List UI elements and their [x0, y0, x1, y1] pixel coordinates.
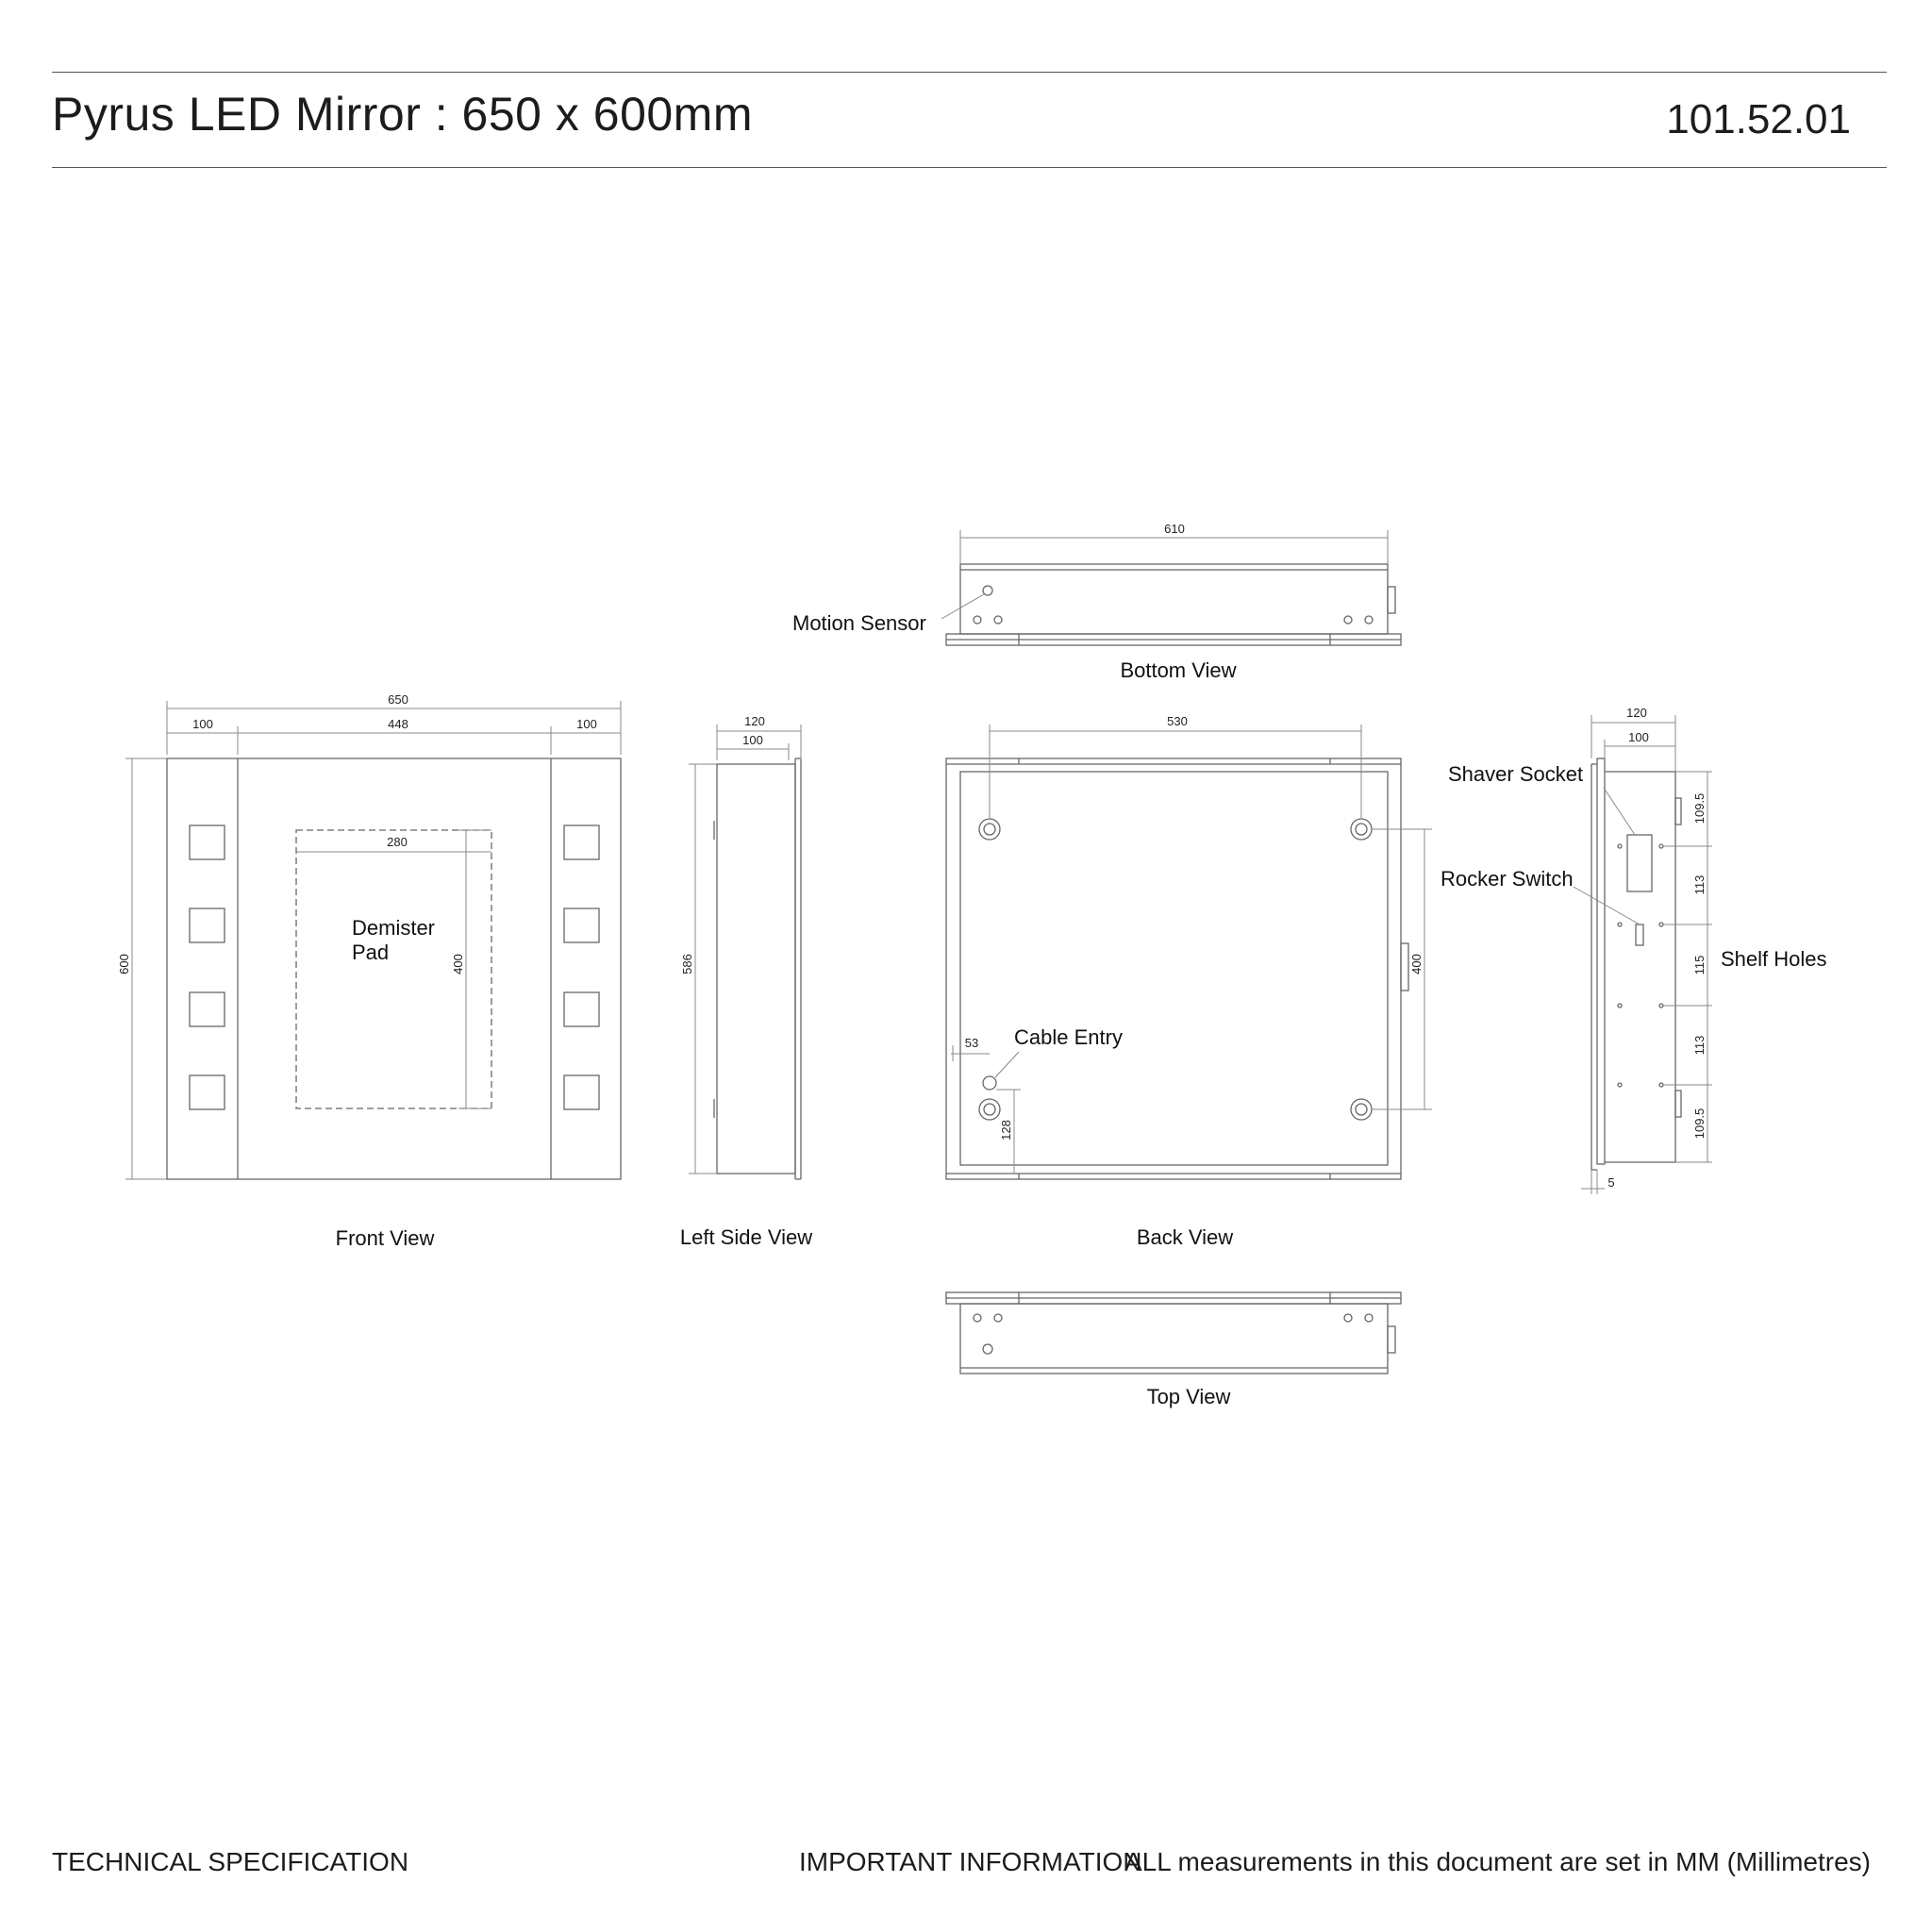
- dim-right-seg2: 113: [1692, 875, 1707, 895]
- motion-sensor-label: Motion Sensor: [792, 611, 926, 635]
- back-view-drawing: [945, 758, 1409, 1180]
- dim-front-side-left: 100: [192, 717, 213, 731]
- cable-entry-label: Cable Entry: [1014, 1025, 1123, 1049]
- dim-front-center: 448: [388, 717, 408, 731]
- dim-demister-width: 280: [387, 835, 408, 849]
- right-side-view-drawing: [1591, 758, 1682, 1171]
- footer-important-text: ALL measurements in this document are se…: [1124, 1847, 1871, 1876]
- dim-back-width: 530: [1167, 714, 1188, 728]
- dim-right-seg5: 109.5: [1692, 1108, 1707, 1140]
- dim-right-seg3: 115: [1692, 956, 1707, 975]
- left-side-view-label: Left Side View: [680, 1225, 812, 1249]
- demister-label-line1: Demister: [352, 916, 435, 940]
- header-bottom-rule: [52, 167, 1887, 168]
- dim-demister-height: 400: [451, 954, 465, 974]
- bottom-view-drawing: [945, 563, 1402, 646]
- rocker-switch-label: Rocker Switch: [1441, 867, 1574, 891]
- header-top-rule: [52, 72, 1887, 73]
- footer-important-label: IMPORTANT INFORMATION: [799, 1847, 1142, 1876]
- dim-left-depth-inner: 100: [742, 733, 763, 747]
- dim-right-seg4: 113: [1692, 1036, 1707, 1056]
- dim-front-height: 600: [117, 954, 131, 974]
- dim-back-cable-x: 53: [965, 1036, 978, 1050]
- dim-back-cable-y: 128: [999, 1120, 1013, 1141]
- dim-left-depth-outer: 120: [744, 714, 765, 728]
- bottom-view-label: Bottom View: [1120, 658, 1236, 682]
- left-side-view-drawing: [713, 758, 802, 1180]
- footer-technical-spec: TECHNICAL SPECIFICATION: [52, 1847, 409, 1876]
- page-title: Pyrus LED Mirror : 650 x 600mm: [52, 88, 753, 141]
- shelf-holes-label: Shelf Holes: [1721, 947, 1827, 971]
- dim-back-height: 400: [1409, 954, 1424, 974]
- dim-right-offset: 5: [1607, 1175, 1614, 1190]
- dim-front-side-right: 100: [576, 717, 597, 731]
- dim-bottom-width: 610: [1164, 522, 1185, 536]
- back-view-label: Back View: [1137, 1225, 1233, 1249]
- shaver-socket-label: Shaver Socket: [1448, 762, 1583, 786]
- front-view-drawing: [166, 758, 622, 1180]
- product-code: 101.52.01: [1666, 96, 1851, 142]
- demister-label-line2: Pad: [352, 941, 389, 964]
- front-view-label: Front View: [336, 1226, 435, 1250]
- dim-right-seg1: 109.5: [1692, 793, 1707, 824]
- top-view-label: Top View: [1147, 1385, 1231, 1408]
- top-view-drawing: [945, 1291, 1402, 1374]
- dim-front-total-width: 650: [388, 692, 408, 707]
- dim-left-height: 586: [680, 954, 694, 974]
- dim-right-depth-inner: 100: [1628, 730, 1649, 744]
- dim-right-depth-outer: 120: [1626, 706, 1647, 720]
